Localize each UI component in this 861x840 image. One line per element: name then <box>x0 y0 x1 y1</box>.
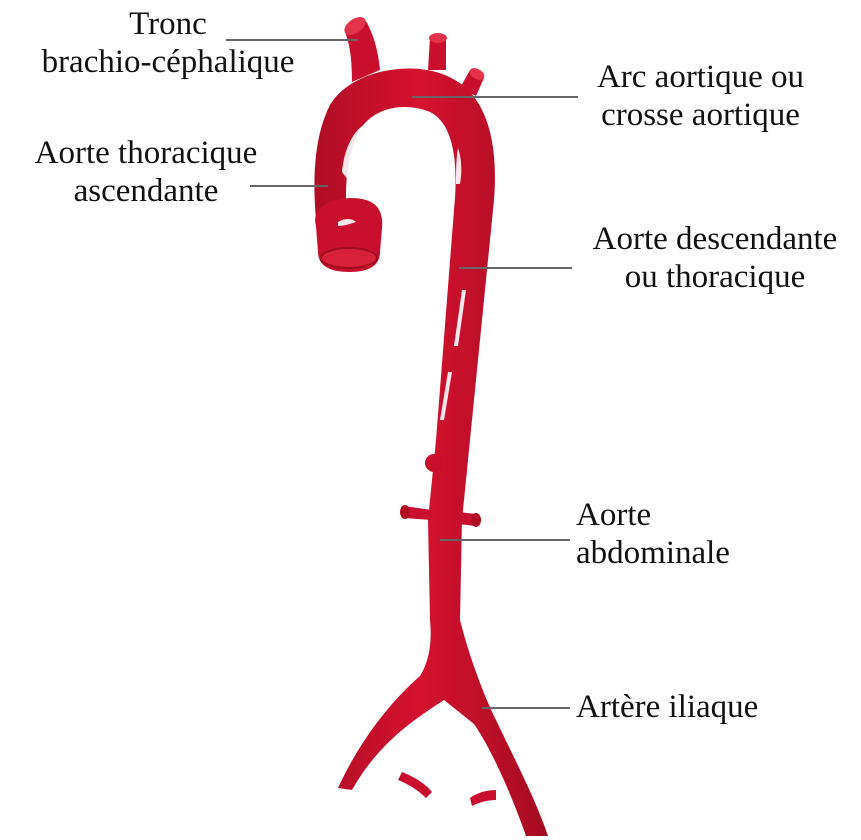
label-artere-iliaque: Artère iliaque <box>576 688 806 726</box>
label-descendante-line1: Aorte descendante <box>572 220 858 258</box>
label-iliaque-line1: Artère iliaque <box>576 688 806 726</box>
label-aorte-abdominale: Aorte abdominale <box>576 496 776 572</box>
label-descendante-line2: ou thoracique <box>572 258 858 296</box>
label-arc-line2: crosse aortique <box>568 96 833 134</box>
internal-iliac-right <box>470 790 496 806</box>
renal-opening-right <box>471 513 481 527</box>
label-ascendante-line2: ascendante <box>6 172 286 210</box>
label-aorte-descendante: Aorte descendante ou thoracique <box>572 220 858 296</box>
label-arc-line1: Arc aortique ou <box>568 58 833 96</box>
label-tronc-brachio-cephalique: Tronc brachio-céphalique <box>18 5 318 81</box>
label-abdominale-line2: abdominale <box>576 534 776 572</box>
carotid-opening <box>429 33 447 43</box>
label-arc-aortique: Arc aortique ou crosse aortique <box>568 58 833 134</box>
aortic-arch-and-descending <box>314 68 548 836</box>
label-ascendante-line1: Aorte thoracique <box>6 134 286 172</box>
renal-opening-left <box>400 505 410 519</box>
label-tronc-line2: brachio-céphalique <box>18 43 318 81</box>
intercostal-branch <box>425 454 443 472</box>
label-tronc-line1: Tronc <box>18 5 318 43</box>
label-abdominale-line1: Aorte <box>576 496 776 534</box>
label-aorte-thoracique-ascendante: Aorte thoracique ascendante <box>6 134 286 210</box>
iliac-internal-branches <box>398 772 496 806</box>
internal-iliac-left <box>398 772 432 798</box>
aorta-body <box>314 68 548 836</box>
aortic-root-opening <box>321 248 377 268</box>
